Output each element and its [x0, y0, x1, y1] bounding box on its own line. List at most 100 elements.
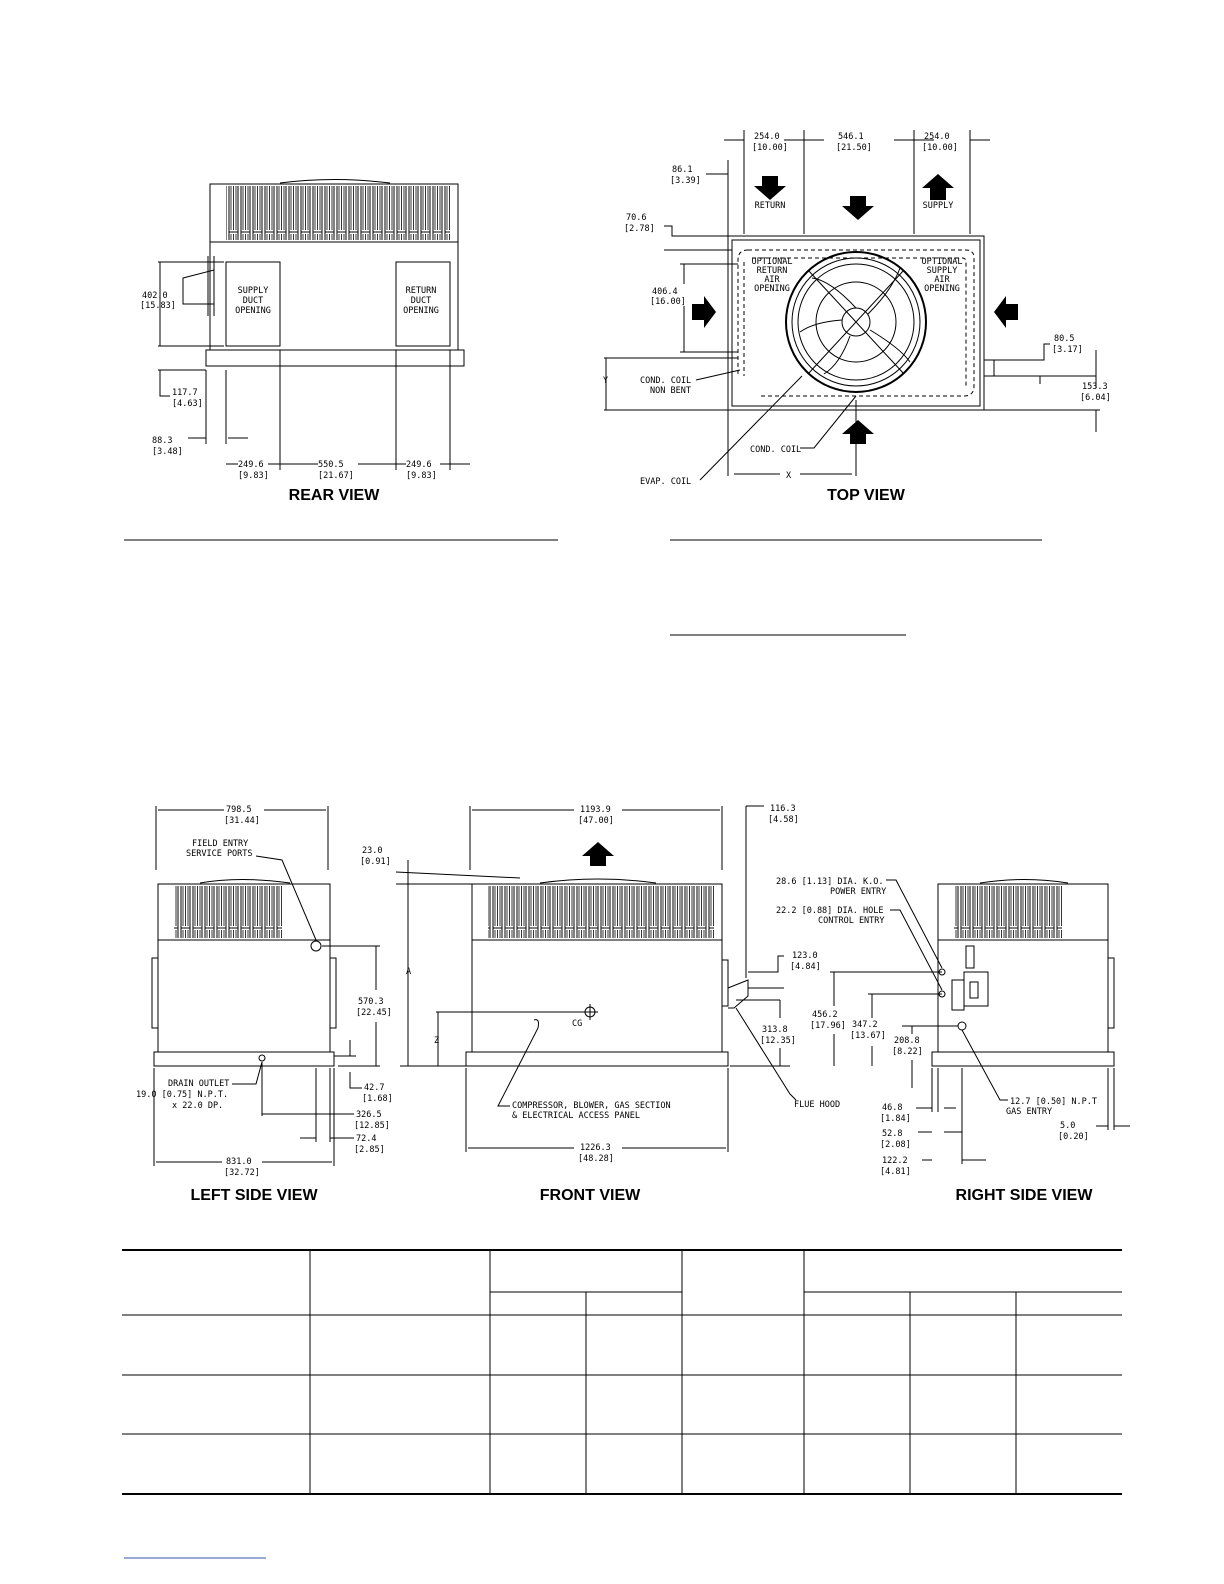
rear-dim-249b-mm: 249.6	[406, 460, 432, 470]
top-leaders	[695, 369, 857, 481]
top-bottom-arrow	[842, 420, 874, 444]
rear-dim-249a-in: [9.83]	[238, 471, 269, 481]
top-evap-coil-label: EVAP. COIL	[640, 477, 691, 487]
front-dim-116-mm: 116.3	[770, 804, 796, 814]
front-dim-1226-mm: 1226.3	[580, 1143, 611, 1153]
right-dim-347-mm: 347.2	[852, 1020, 878, 1030]
front-dim-313-lines	[730, 999, 790, 1067]
top-view: RETURN SUPPLY OPTIONAL RETURN AIR OPENIN…	[603, 130, 1111, 504]
top-y-label: Y	[603, 376, 608, 386]
top-return-label: RETURN	[755, 201, 786, 211]
front-dim-116-lines	[745, 805, 764, 978]
front-dim-116-in: [4.58]	[768, 815, 799, 825]
right-fan-top	[979, 879, 1069, 884]
front-louvers	[488, 886, 714, 938]
front-flue-hood	[727, 979, 749, 1009]
top-dim-406-in: [16.00]	[650, 297, 686, 307]
top-dim-70-mm: 70.6	[626, 213, 646, 223]
top-supply-label: SUPPLY	[923, 201, 954, 211]
top-fan-struts	[807, 269, 905, 375]
top-dim-254a-mm: 254.0	[754, 132, 780, 142]
right-dim-46-mm: 46.8	[882, 1103, 902, 1113]
top-dim-254b-mm: 254.0	[924, 132, 950, 142]
front-dim-123-lines	[748, 955, 784, 989]
top-dim-406-mm: 406.4	[652, 287, 678, 297]
right-power-entry-2: POWER ENTRY	[830, 887, 886, 897]
rear-return-label-1: RETURN	[406, 286, 437, 296]
rear-dim-402-mm: 402.0	[142, 291, 168, 301]
top-dim-546-in: [21.50]	[836, 143, 872, 153]
top-dim-top-lines	[724, 130, 990, 234]
left-base	[153, 1051, 335, 1067]
top-fan-guard-inner	[815, 281, 897, 363]
front-dim-z-lines	[436, 1011, 582, 1066]
front-access-1: COMPRESSOR, BLOWER, GAS SECTION	[512, 1101, 671, 1111]
rear-dim-117-lines	[158, 369, 206, 397]
left-field-entry-leader	[255, 855, 317, 941]
front-dim-1193-in: [47.00]	[578, 816, 614, 826]
top-dim-70-in: [2.78]	[624, 224, 655, 234]
front-dim-23-mm: 23.0	[362, 846, 382, 856]
right-control-entry-2: CONTROL ENTRY	[818, 916, 885, 926]
front-view-title: FRONT VIEW	[540, 1187, 641, 1204]
left-drain	[258, 1054, 266, 1062]
top-opt-return-3: AIR	[764, 275, 780, 285]
rear-supply-label-2: DUCT	[243, 296, 263, 306]
left-drain-1: DRAIN OUTLET	[168, 1079, 229, 1089]
top-dim-153-lines	[984, 376, 1100, 432]
top-dim-80-in: [3.17]	[1052, 345, 1083, 355]
top-dim-153-mm: 153.3	[1082, 382, 1108, 392]
front-z-label: Z	[434, 1036, 439, 1046]
left-dim-42-in: [1.68]	[362, 1094, 393, 1104]
rear-flue	[182, 269, 215, 305]
right-dim-5-in: [0.20]	[1058, 1132, 1089, 1142]
front-dim-1226-lines	[465, 1068, 729, 1152]
right-dim-52-in: [2.08]	[880, 1140, 911, 1150]
rear-view-title: REAR VIEW	[289, 487, 381, 504]
left-dim-831-mm: 831.0	[226, 1157, 252, 1167]
top-dim-70-lines	[664, 225, 732, 251]
front-dim-313-in: [12.35]	[760, 1036, 796, 1046]
top-middle-arrow	[842, 196, 874, 220]
rear-supply-label-3: OPENING	[235, 306, 271, 316]
right-dim-5-lines	[1096, 1068, 1130, 1130]
right-dim-208-lines	[902, 1025, 958, 1088]
front-dim-123-in: [4.84]	[790, 962, 821, 972]
front-dim-1226-in: [48.28]	[578, 1154, 614, 1164]
rear-dim-402-in: [15.83]	[140, 301, 176, 311]
left-louvers	[174, 886, 282, 938]
right-louvers	[954, 886, 1062, 938]
top-dim-80-mm: 80.5	[1054, 334, 1074, 344]
top-x-label: X	[786, 471, 792, 481]
right-control-box	[965, 945, 975, 969]
rear-side-flange	[207, 256, 215, 316]
top-opt-supply-2: SUPPLY	[927, 266, 958, 276]
left-side-panel-r	[329, 957, 337, 1029]
top-dim-546-mm: 546.1	[838, 132, 864, 142]
rear-dim-249b-in: [9.83]	[406, 471, 437, 481]
rear-return-label-2: DUCT	[411, 296, 431, 306]
top-cond-coil-nb-2: NON BENT	[650, 386, 691, 396]
rear-dim-550-in: [21.67]	[318, 471, 354, 481]
right-dim-456-mm: 456.2	[812, 1010, 838, 1020]
top-return-arrow	[754, 176, 786, 200]
front-fan-top	[539, 878, 657, 884]
top-fan-ring	[791, 257, 921, 387]
left-dim-72-in: [2.85]	[354, 1145, 385, 1155]
front-dim-a-lines	[395, 860, 521, 1067]
top-dim-153-in: [6.04]	[1080, 393, 1111, 403]
right-dim-122-mm: 122.2	[882, 1156, 908, 1166]
right-dim-bottom-lines	[916, 1068, 986, 1164]
top-dim-86-in: [3.39]	[670, 176, 701, 186]
right-dim-5-mm: 5.0	[1060, 1121, 1075, 1131]
top-fan-ring-outer	[785, 251, 927, 393]
rear-base-rail	[205, 349, 465, 367]
right-gas-entry-1: 12.7 [0.50] N.P.T	[1010, 1097, 1097, 1107]
right-dim-456-in: [17.96]	[810, 1021, 846, 1031]
right-gas-entry-2: GAS ENTRY	[1006, 1107, 1052, 1117]
left-drain-2: 19.0 [0.75] N.P.T.	[136, 1090, 228, 1100]
left-service-port	[310, 940, 322, 952]
right-dim-347-lines	[868, 993, 942, 1066]
top-cond-coil-label: COND. COIL	[750, 445, 801, 455]
rear-view: SUPPLY DUCT OPENING RETURN DUCT OPENING …	[140, 179, 470, 504]
